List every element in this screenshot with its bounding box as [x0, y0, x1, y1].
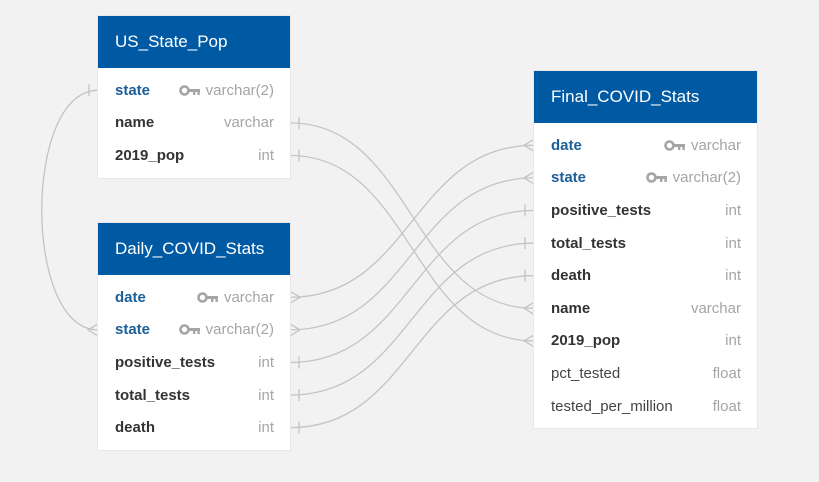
cardinality-many-marker [522, 301, 535, 315]
relationship-line[interactable] [289, 242, 535, 396]
cardinality-many-marker [86, 323, 99, 337]
column-name: pct_tested [551, 364, 621, 382]
column-row[interactable]: date varchar [98, 281, 290, 314]
column-type: varchar(2) [178, 81, 274, 99]
column-row[interactable]: death int [534, 259, 757, 292]
column-type-label: varchar(2) [672, 169, 741, 187]
column-type: int [725, 235, 741, 252]
column-type: int [258, 354, 274, 371]
column-row[interactable]: state varchar(2) [98, 314, 290, 347]
column-row[interactable]: positive_tests int [534, 194, 757, 227]
column-name: state [551, 169, 587, 187]
column-list: date varchar state varchar(2) positive_tests… [534, 123, 757, 428]
column-type: int [725, 202, 741, 219]
column-row[interactable]: positive_tests int [98, 346, 290, 379]
column-type-label: varchar(2) [205, 81, 274, 99]
column-name: total_tests [115, 386, 191, 404]
column-type: int [258, 147, 274, 164]
relationship-line[interactable] [289, 144, 535, 298]
relationship-line[interactable] [289, 177, 535, 331]
relationship-line[interactable] [289, 122, 535, 309]
column-row[interactable]: total_tests int [534, 227, 757, 260]
column-type: varchar [197, 289, 274, 306]
key-icon [178, 324, 200, 336]
relationship-line[interactable] [41, 89, 99, 331]
column-type: float [713, 365, 741, 382]
column-name: date [551, 136, 582, 154]
column-type: varchar(2) [178, 321, 274, 339]
column-name: name [551, 299, 591, 317]
cardinality-many-marker [522, 138, 535, 152]
key-icon [178, 84, 200, 96]
cardinality-many-marker [289, 290, 302, 304]
column-type-label: int [258, 419, 274, 437]
column-name: death [115, 419, 156, 437]
key-icon [664, 139, 685, 151]
column-type-label: varchar [223, 114, 274, 132]
column-type-label: float [712, 397, 741, 415]
column-row[interactable]: pct_tested float [534, 357, 757, 390]
column-row[interactable]: state varchar(2) [98, 74, 290, 107]
key-icon [645, 172, 667, 184]
column-name: state [115, 81, 151, 99]
column-type: int [725, 332, 741, 349]
column-type: int [725, 267, 741, 284]
table-title[interactable]: US_State_Pop [98, 16, 290, 68]
relationship-line[interactable] [289, 154, 535, 342]
column-type-label: int [258, 386, 274, 404]
column-type-label: varchar(2) [205, 321, 274, 339]
column-list: date varchar state varchar(2) positive_tests… [98, 275, 290, 450]
table-final-covid-stats[interactable]: Final_COVID_Stats date varchar state varcha… [534, 71, 757, 429]
column-row[interactable]: 2019_pop int [534, 325, 757, 358]
column-row[interactable]: date varchar [534, 129, 757, 162]
column-row[interactable]: total_tests int [98, 379, 290, 412]
column-row[interactable]: state varchar(2) [534, 162, 757, 195]
column-name: name [115, 114, 155, 132]
column-type-label: int [725, 201, 741, 219]
column-name: total_tests [551, 234, 627, 252]
column-type-label: float [712, 364, 741, 382]
cardinality-many-marker [522, 334, 535, 348]
column-name: positive_tests [551, 201, 652, 219]
column-type: int [258, 419, 274, 436]
column-name: 2019_pop [115, 146, 185, 164]
column-name: date [115, 288, 146, 306]
table-us-state-pop[interactable]: US_State_Pop state varchar(2) name varchar 2… [98, 16, 290, 178]
column-type: varchar [691, 300, 741, 317]
column-type: varchar [224, 114, 274, 131]
column-name: positive_tests [115, 353, 216, 371]
column-row[interactable]: tested_per_million float [534, 390, 757, 423]
column-name: state [115, 321, 151, 339]
column-row[interactable]: 2019_pop int [98, 139, 290, 172]
relationship-line[interactable] [289, 209, 535, 364]
column-list: state varchar(2) name varchar 2019_pop int [98, 68, 290, 178]
column-type-label: int [725, 332, 741, 350]
column-row[interactable]: death int [98, 411, 290, 444]
column-type-label: int [725, 234, 741, 252]
column-type: float [713, 398, 741, 415]
column-type-label: varchar [690, 136, 741, 154]
column-name: death [551, 267, 592, 285]
relationship-line[interactable] [289, 275, 535, 429]
column-type: varchar(2) [645, 169, 741, 187]
column-type-label: varchar [223, 288, 274, 306]
cardinality-many-marker [522, 171, 535, 185]
column-name: tested_per_million [551, 397, 673, 415]
table-title[interactable]: Daily_COVID_Stats [98, 223, 290, 275]
column-type-label: int [258, 146, 274, 164]
column-type-label: int [258, 353, 274, 371]
key-icon [197, 291, 218, 303]
column-row[interactable]: name varchar [98, 107, 290, 140]
cardinality-many-marker [289, 323, 302, 337]
column-type: int [258, 387, 274, 404]
column-name: 2019_pop [551, 332, 621, 350]
table-title[interactable]: Final_COVID_Stats [534, 71, 757, 123]
column-row[interactable]: name varchar [534, 292, 757, 325]
column-type-label: int [725, 267, 741, 285]
table-daily-covid-stats[interactable]: Daily_COVID_Stats date varchar state varcha… [98, 223, 290, 450]
column-type-label: varchar [690, 299, 741, 317]
column-type: varchar [664, 137, 741, 154]
